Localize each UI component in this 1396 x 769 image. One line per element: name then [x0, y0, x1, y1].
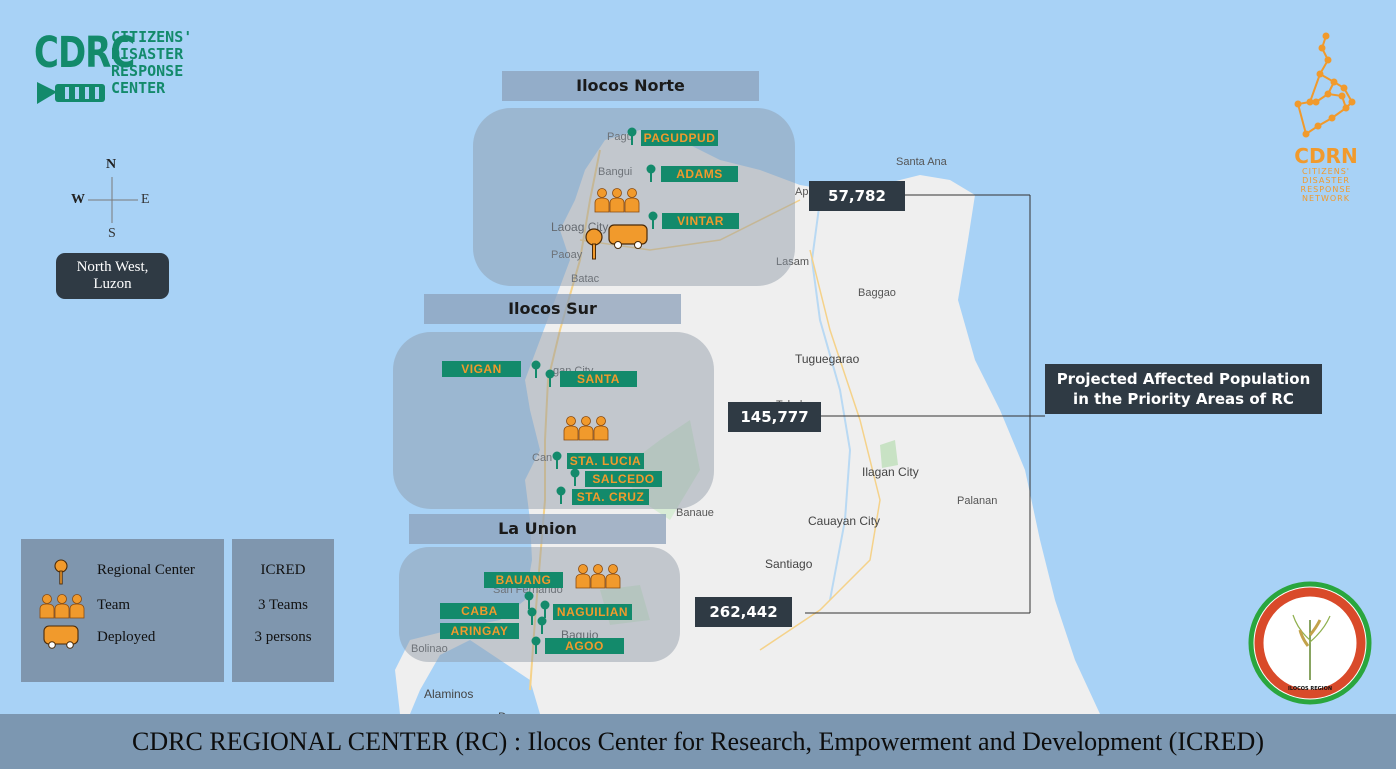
stat-la-union: 262,442 — [695, 597, 792, 627]
location-pin-icon — [552, 451, 562, 469]
cdrn-network-icon — [1294, 32, 1356, 138]
tag-agoo: AGOO — [545, 638, 624, 654]
location-pin-icon — [545, 369, 555, 387]
footer-title: CDRC REGIONAL CENTER (RC) : Ilocos Cente… — [132, 727, 1264, 756]
ilocos-sur-area — [393, 332, 714, 509]
stat-ilocos-sur: 145,777 — [728, 402, 821, 432]
deployed-vehicle-icon — [43, 625, 79, 649]
cdrc-name-line: DISASTER — [111, 45, 184, 63]
cdrc-logo-name: CITIZENS' DISASTER RESPONSE CENTER — [111, 29, 192, 97]
cdrc-name-line: CENTER — [111, 79, 166, 97]
tag-salcedo: SALCEDO — [585, 471, 662, 487]
team-icon — [575, 564, 621, 589]
legend-teams-count: 3 Teams — [258, 597, 308, 613]
regional-center-pin-icon — [54, 559, 68, 585]
legend-values-panel: ICRED 3 Teams 3 persons — [232, 539, 334, 682]
tag-sta-cruz: STA. CRUZ — [572, 489, 649, 505]
map-label-pagudpud: Pagu — [607, 131, 633, 143]
map-label-baggao: Baggao — [858, 287, 896, 299]
cdrn-logo-name: CITIZENS' DISASTER RESPONSE NETWORK — [1288, 167, 1364, 203]
compass-rose: N S E W — [66, 155, 162, 245]
map-label-batac: Batac — [571, 273, 600, 285]
ilocos-norte-header: Ilocos Norte — [502, 71, 759, 101]
tag-vigan: VIGAN — [442, 361, 521, 377]
la-union-header: La Union — [409, 514, 666, 544]
region-badge: North West, Luzon — [56, 253, 169, 299]
tag-adams: ADAMS — [661, 166, 738, 182]
ilocos-sur-header: Ilocos Sur — [424, 294, 681, 324]
legend-persons-count: 3 persons — [254, 629, 312, 645]
map-label-santa-ana: Santa Ana — [896, 156, 947, 168]
legend-team: Team — [97, 597, 131, 613]
map-label-lasam: Lasam — [776, 256, 810, 268]
map-label-candon: Can — [532, 452, 553, 464]
cdrc-hand-emblem-icon — [37, 82, 105, 104]
location-pin-icon — [646, 164, 656, 182]
map-label-tuguegarao: Tuguegarao — [795, 352, 860, 366]
map-label-palanan: Palanan — [957, 495, 998, 507]
legend-panel: Regional Center Team Deployed — [21, 539, 224, 682]
tag-santa: SANTA — [560, 371, 637, 387]
footer-bar — [0, 714, 1396, 769]
tag-sta-lucia: STA. LUCIA — [567, 453, 644, 469]
stats-caption-line1: Projected Affected Population — [1056, 370, 1311, 388]
location-pin-icon — [531, 360, 541, 378]
cdrn-name-line: RESPONSE — [1300, 185, 1352, 194]
region-badge-line2: Luzon — [93, 276, 132, 292]
map-label-ilagan: Ilagan City — [862, 465, 919, 479]
cdrc-name-line: RESPONSE — [111, 62, 184, 80]
cdrn-logo: CDRN CITIZENS' DISASTER RESPONSE NETWORK — [1282, 30, 1366, 212]
compass-e: E — [141, 192, 150, 207]
location-pin-icon — [648, 211, 658, 229]
location-pin-icon — [570, 468, 580, 486]
compass-s: S — [108, 226, 116, 241]
map-label-cauayan: Cauayan City — [808, 514, 881, 528]
tag-naguilian: NAGUILIAN — [553, 604, 632, 620]
team-icon — [563, 416, 609, 441]
legend-deployed: Deployed — [97, 629, 156, 645]
location-pin-icon — [531, 636, 541, 654]
cdrn-name-line: NETWORK — [1302, 194, 1350, 203]
tag-caba: CABA — [440, 603, 519, 619]
team-icon — [594, 188, 640, 213]
legend-org: ICRED — [260, 562, 306, 578]
map-label-bolinao: Bolinao — [411, 643, 448, 655]
cdrn-name-line: DISASTER — [1302, 176, 1350, 185]
cdrc-name-line: CITIZENS' — [111, 28, 193, 46]
map-label-paoay: Paoay — [551, 249, 583, 261]
cdrc-logo: CDRC CITIZENS' DISASTER RESPONSE CENTER — [30, 28, 205, 113]
location-pin-icon — [537, 616, 547, 634]
map-label-santiago: Santiago — [765, 557, 813, 571]
icred-seal-icon — [1248, 581, 1372, 705]
cdrn-logo-mark: CDRN — [1294, 144, 1358, 168]
compass-n: N — [106, 157, 117, 172]
team-icon — [39, 594, 85, 619]
stats-caption: Projected Affected Population in the Pri… — [1045, 364, 1322, 414]
icred-seal-bottom: ILOCOS REGION — [1287, 686, 1333, 692]
deployed-vehicle-icon — [608, 224, 648, 249]
stat-ilocos-norte: 57,782 — [809, 181, 905, 211]
location-pin-icon — [527, 607, 537, 625]
map-label-bangui: Bangui — [598, 166, 633, 178]
cdrc-logo-mark: CDRC — [34, 28, 135, 78]
compass-w: W — [71, 192, 85, 207]
map-label-banaue: Banaue — [676, 507, 714, 519]
location-pin-icon — [524, 591, 534, 609]
tag-bauang: BAUANG — [484, 572, 563, 588]
tag-pagudpud: PAGUDPUD — [641, 130, 718, 146]
icred-seal-logo: ILOCOS REGION — [1246, 580, 1374, 706]
map-label-alaminos: Alaminos — [424, 687, 474, 701]
stats-caption-line2: in the Priority Areas of RC — [1073, 390, 1294, 408]
location-pin-icon — [540, 600, 550, 618]
location-pin-icon — [556, 486, 566, 504]
regional-center-pin-icon — [585, 228, 603, 260]
region-badge-line1: North West, — [76, 259, 149, 275]
location-pin-icon — [627, 127, 637, 145]
cdrn-name-line: CITIZENS' — [1302, 167, 1350, 176]
tag-vintar: VINTAR — [662, 213, 739, 229]
tag-aringay: ARINGAY — [440, 623, 519, 639]
legend-regional-center: Regional Center — [97, 562, 195, 578]
compass-cross-icon — [88, 177, 138, 223]
